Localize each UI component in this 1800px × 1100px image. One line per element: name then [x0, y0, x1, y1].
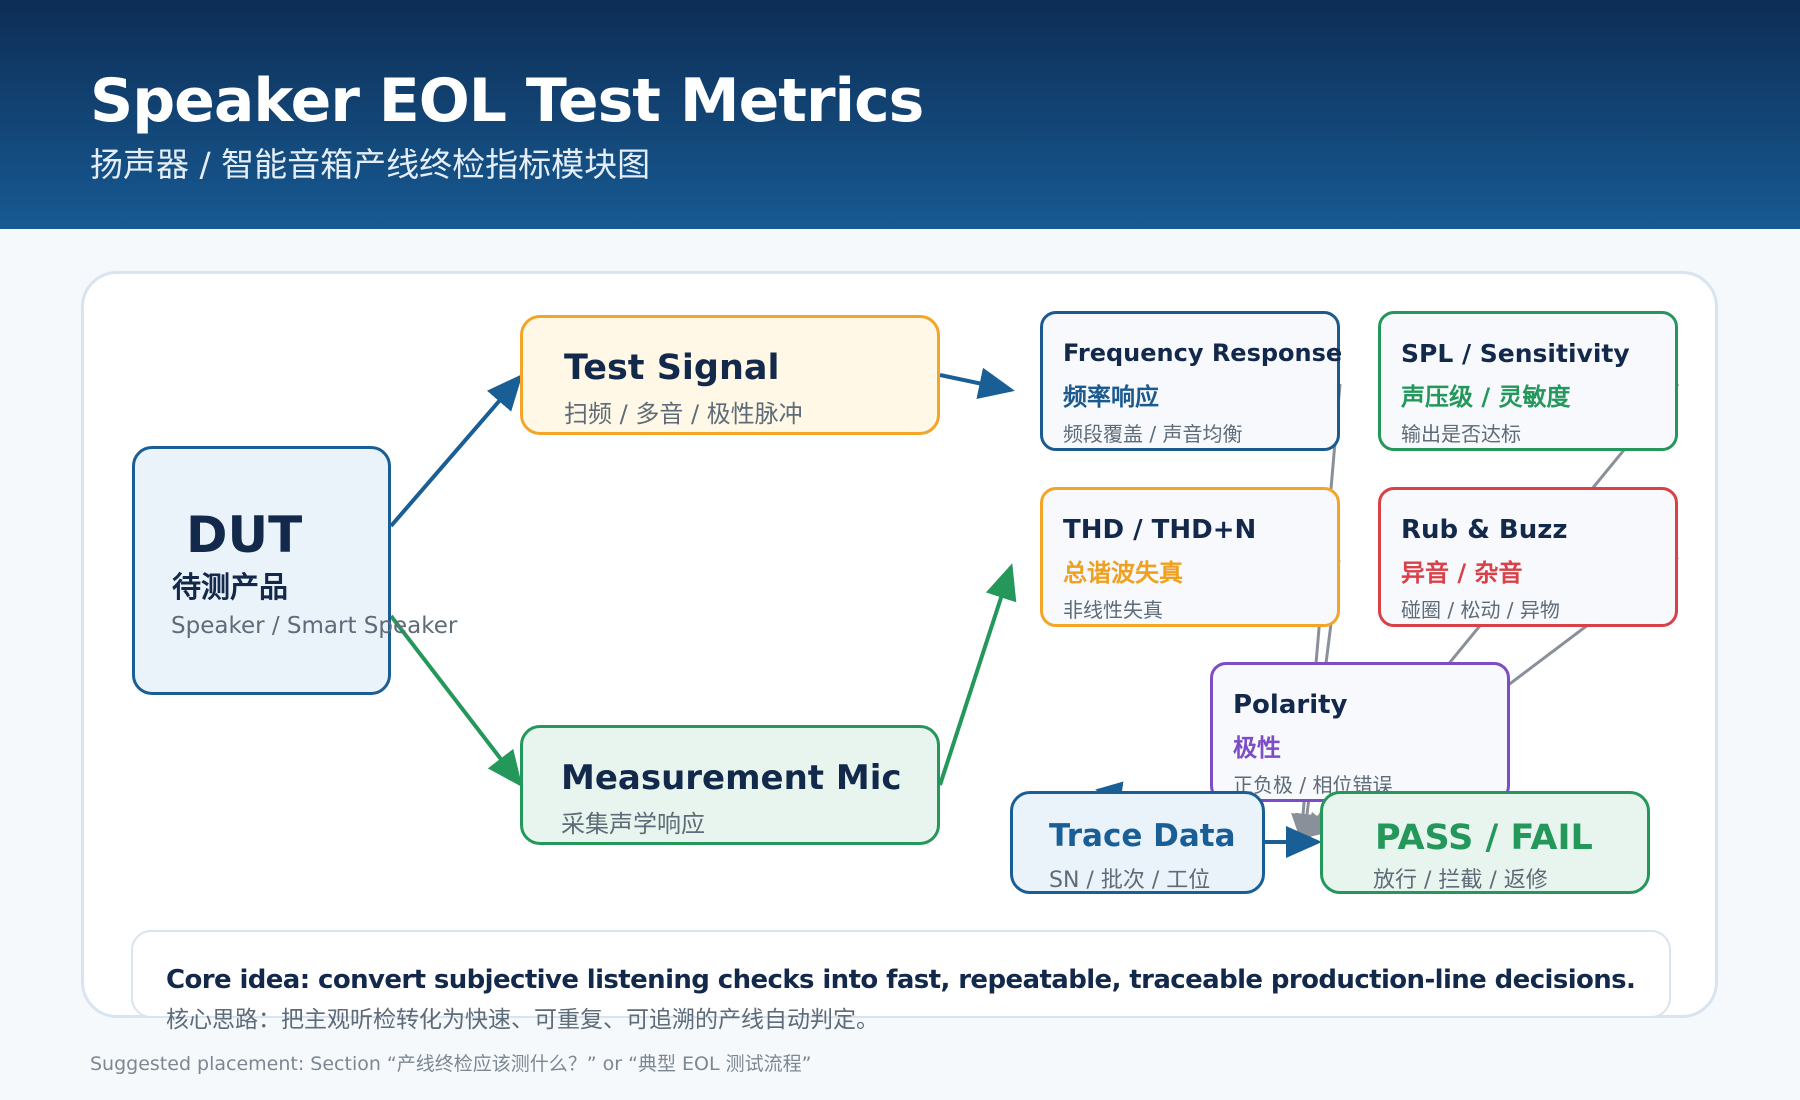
footer-placement-note: Suggested placement: Section “产线终检应该测什么？…	[90, 1053, 812, 1075]
frequency-response-title: Frequency Response	[1063, 339, 1343, 367]
spl-cn: 声压级 / 灵敏度	[1401, 383, 1571, 411]
metric-rub-buzz: Rub & Buzz 异音 / 杂音 碰圈 / 松动 / 异物	[1378, 487, 1678, 627]
trace-data-title: Trace Data	[1049, 818, 1236, 854]
spl-title: SPL / Sensitivity	[1401, 339, 1630, 368]
rub-buzz-desc: 碰圈 / 松动 / 异物	[1401, 598, 1560, 622]
core-idea-cn: 核心思路：把主观听检转化为快速、可重复、可追溯的产线自动判定。	[166, 1007, 879, 1033]
frequency-response-desc: 频段覆盖 / 声音均衡	[1063, 422, 1243, 446]
measurement-mic-subtitle: 采集声学响应	[561, 810, 705, 838]
metric-frequency-response: Frequency Response 频率响应 频段覆盖 / 声音均衡	[1040, 311, 1343, 451]
rub-buzz-cn: 异音 / 杂音	[1401, 559, 1523, 587]
measurement-mic-title: Measurement Mic	[561, 758, 902, 798]
page-title: Speaker EOL Test Metrics	[90, 66, 924, 136]
trace-data-node: Trace Data SN / 批次 / 工位	[1010, 791, 1265, 894]
dut-node: DUT 待测产品 Speaker / Smart Speaker	[132, 446, 457, 695]
test-signal-title: Test Signal	[564, 348, 780, 388]
thd-desc: 非线性失真	[1063, 598, 1163, 622]
thd-title: THD / THD+N	[1063, 515, 1257, 545]
metric-polarity: Polarity 极性 正负极 / 相位错误	[1210, 662, 1510, 802]
metric-thd: THD / THD+N 总谐波失真 非线性失真	[1040, 487, 1340, 627]
pass-fail-subtitle: 放行 / 拦截 / 返修	[1373, 868, 1548, 893]
core-idea-en: Core idea: convert subjective listening …	[166, 965, 1636, 995]
dut-title: DUT	[186, 506, 303, 564]
spl-desc: 输出是否达标	[1401, 422, 1521, 446]
trace-data-subtitle: SN / 批次 / 工位	[1049, 868, 1211, 893]
pass-fail-node: PASS / FAIL 放行 / 拦截 / 返修	[1320, 791, 1650, 894]
test-signal-node: Test Signal 扫频 / 多音 / 极性脉冲	[520, 315, 940, 435]
header-banner: Speaker EOL Test Metrics 扬声器 / 智能音箱产线终检指…	[0, 0, 1800, 229]
page-subtitle: 扬声器 / 智能音箱产线终检指标模块图	[90, 145, 651, 184]
thd-cn: 总谐波失真	[1063, 559, 1183, 587]
polarity-cn: 极性	[1233, 734, 1281, 762]
core-idea-box: Core idea: convert subjective listening …	[131, 930, 1671, 1033]
polarity-title: Polarity	[1233, 690, 1348, 720]
test-signal-subtitle: 扫频 / 多音 / 极性脉冲	[564, 400, 803, 428]
measurement-mic-node: Measurement Mic 采集声学响应	[520, 725, 940, 845]
frequency-response-cn: 频率响应	[1063, 383, 1159, 411]
dut-subtitle: 待测产品	[172, 570, 289, 604]
pass-fail-title: PASS / FAIL	[1375, 818, 1593, 858]
metric-spl-sensitivity: SPL / Sensitivity 声压级 / 灵敏度 输出是否达标	[1378, 311, 1678, 451]
dut-note: Speaker / Smart Speaker	[171, 613, 458, 639]
rub-buzz-title: Rub & Buzz	[1401, 515, 1568, 545]
